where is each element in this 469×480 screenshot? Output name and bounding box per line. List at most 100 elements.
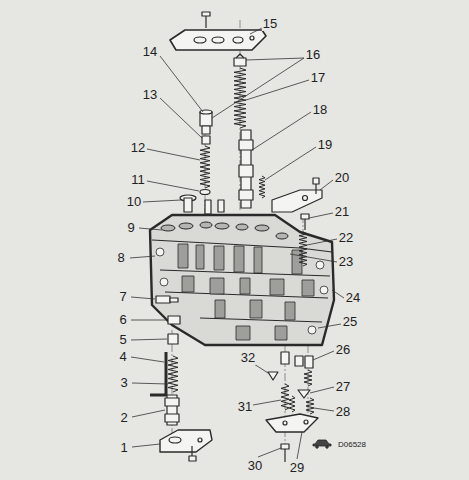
callout-number: 14 <box>142 45 158 59</box>
spring-seat <box>234 54 246 66</box>
drawing-stroke <box>168 316 180 324</box>
retaining-plate <box>266 414 318 462</box>
callout-number: 1 <box>119 441 128 455</box>
drawing-stroke <box>254 247 262 273</box>
drawing-stroke <box>236 326 250 340</box>
leader-line <box>258 448 281 457</box>
drawing-stroke <box>161 225 175 231</box>
drawing-stroke <box>283 421 287 425</box>
leader-line <box>320 180 333 190</box>
drawing-stroke <box>205 16 206 28</box>
leader-line <box>147 149 200 160</box>
drawing-stroke <box>179 223 193 229</box>
leader-line <box>212 58 304 118</box>
leader-line <box>160 56 203 112</box>
valve-parts <box>268 352 313 398</box>
callout-number: 16 <box>305 48 321 62</box>
cover-plate <box>160 430 212 461</box>
leader-line <box>160 98 202 138</box>
drawing-stroke <box>202 126 210 134</box>
spring <box>306 398 314 414</box>
drawing-stroke <box>284 449 285 462</box>
vehicle-icon <box>313 440 331 448</box>
drawing-stroke <box>236 224 248 230</box>
callout-number: 31 <box>237 400 253 414</box>
drawing-stroke <box>200 318 322 322</box>
drawing-stroke <box>160 278 168 286</box>
drawing-stroke <box>130 28 344 459</box>
callout-number: 28 <box>335 405 351 419</box>
callout-number: 8 <box>116 251 125 265</box>
drawing-stroke <box>313 178 319 184</box>
leader-line <box>290 254 337 262</box>
leader-line <box>313 351 334 360</box>
drawing-stroke <box>150 215 334 345</box>
spring <box>259 176 265 198</box>
spring <box>289 396 295 412</box>
drawing-stroke <box>194 37 206 43</box>
drawing-stroke <box>239 190 253 200</box>
retainer <box>180 195 224 214</box>
leader-line <box>132 383 168 384</box>
leader-line <box>132 410 165 417</box>
plug <box>168 316 180 344</box>
drawing-stroke <box>239 140 253 150</box>
callout-number: 27 <box>335 380 351 394</box>
drawing-stroke <box>182 276 194 292</box>
drawing-stroke <box>184 198 192 212</box>
drawing-stroke <box>250 300 262 318</box>
leader-line <box>246 80 309 100</box>
callout-number: 10 <box>126 195 142 209</box>
leader-line <box>130 256 155 258</box>
drawing-stroke <box>233 37 243 43</box>
drawing-stroke <box>270 279 284 295</box>
leader-line <box>309 213 333 218</box>
drawing-stroke <box>302 280 314 296</box>
leader-line <box>297 432 302 459</box>
valve-spool <box>239 130 253 208</box>
drawing-stroke <box>326 446 329 449</box>
drawing-stroke <box>275 326 287 340</box>
spring <box>234 68 246 128</box>
drawing-stroke <box>304 420 308 424</box>
drawing-stroke <box>303 196 308 201</box>
retaining-plate <box>272 178 322 212</box>
plunger <box>202 136 210 144</box>
drawing-stroke <box>196 245 204 269</box>
callout-number: 26 <box>335 343 351 357</box>
callout-number: 32 <box>240 351 256 365</box>
callout-number: 24 <box>345 291 361 305</box>
callout-number: 15 <box>262 17 278 31</box>
leader-line <box>131 357 164 362</box>
drawing-code: D06528 <box>337 440 367 449</box>
drawing-stroke <box>298 390 310 398</box>
leader-line <box>246 58 304 60</box>
callout-number: 25 <box>342 315 358 329</box>
drawing-stroke <box>202 136 210 144</box>
callout-number: 29 <box>289 461 305 475</box>
drawing-stroke <box>315 184 316 194</box>
drawing-stroke <box>295 356 303 366</box>
callout-number: 13 <box>142 88 158 102</box>
leader-line <box>307 239 337 245</box>
valve-spool <box>165 395 179 425</box>
spring <box>281 384 289 410</box>
spring <box>200 146 210 188</box>
sleeve <box>200 110 212 134</box>
leader-line <box>143 200 181 202</box>
spring <box>299 232 307 266</box>
drawing-stroke <box>160 270 330 276</box>
callout-number: 23 <box>338 255 354 269</box>
leader-line <box>252 112 311 150</box>
callout-number: 7 <box>118 290 127 304</box>
drawing-stroke <box>308 326 316 334</box>
drawing-stroke <box>304 219 305 230</box>
leader-line <box>131 297 155 299</box>
pin <box>156 296 178 303</box>
spring <box>168 356 178 392</box>
drawing-stroke <box>285 302 295 320</box>
drawing-stroke <box>234 246 244 272</box>
washer <box>200 190 210 195</box>
drawing-stroke <box>239 165 253 177</box>
